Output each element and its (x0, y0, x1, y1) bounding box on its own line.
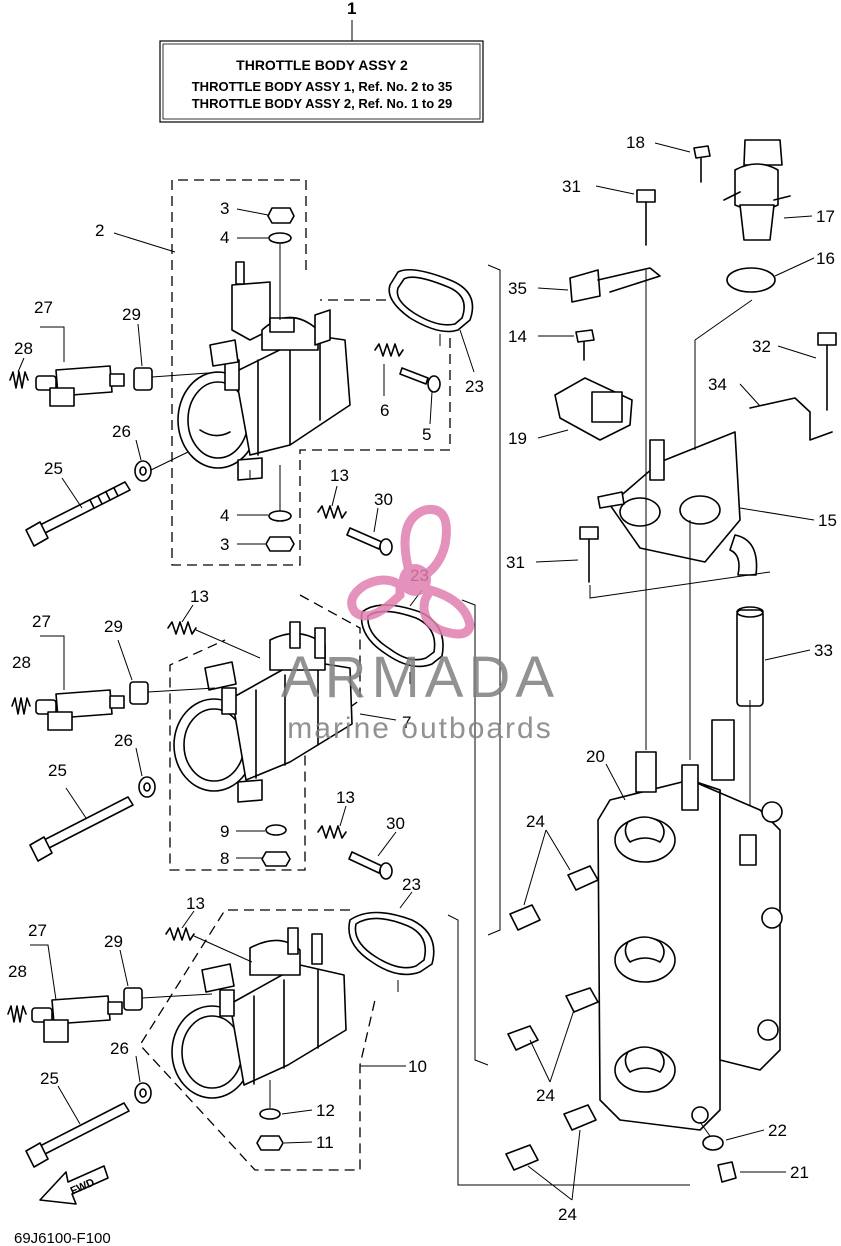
title-line-3: THROTTLE BODY ASSY 2, Ref. No. 1 to 29 (192, 96, 453, 111)
callout-28: 28 (14, 339, 33, 358)
callout-20: 20 (586, 747, 605, 766)
callout-28b: 28 (12, 653, 31, 672)
callout-25: 25 (44, 459, 63, 478)
callout-4b: 4 (220, 506, 229, 525)
callout-29c: 29 (104, 932, 123, 951)
title-line-1: THROTTLE BODY ASSY 2 (236, 57, 408, 73)
callout-14: 14 (508, 327, 527, 346)
callout-13: 13 (330, 466, 349, 485)
watermark-tagline: marine outboards (287, 712, 552, 745)
callout-33: 33 (814, 641, 833, 660)
callout-34: 34 (708, 375, 727, 394)
callout-29: 29 (122, 305, 141, 324)
intake-manifold (505, 719, 783, 1183)
throttle-body-top (9, 179, 474, 566)
callout-15: 15 (818, 511, 837, 530)
throttle-body-lower (7, 909, 435, 1171)
callout-27b: 27 (32, 612, 51, 631)
callout-3: 3 (220, 199, 229, 218)
title-line-2: THROTTLE BODY ASSY 1, Ref. No. 2 to 35 (192, 79, 453, 94)
callout-24b: 24 (536, 1086, 555, 1105)
callout-5: 5 (422, 425, 431, 444)
propeller-logo-icon (347, 504, 475, 639)
callout-23: 23 (465, 377, 484, 396)
callout-11: 11 (316, 1133, 334, 1152)
callout-31b: 31 (506, 553, 525, 572)
callout-4: 4 (220, 228, 229, 247)
callout-21: 21 (790, 1163, 809, 1182)
throttle-body-middle (11, 594, 444, 880)
callout-26b: 26 (114, 731, 133, 750)
callout-13c: 13 (336, 788, 355, 807)
callout-3b: 3 (220, 535, 229, 554)
callout-18: 18 (626, 133, 645, 152)
drawing-code: 69J6100-F100 (14, 1230, 111, 1246)
callout-23c: 23 (402, 875, 421, 894)
title-ref-number: 1 (347, 0, 356, 18)
callout-24c: 24 (558, 1205, 577, 1224)
callout-32: 32 (752, 337, 771, 356)
callout-17: 17 (816, 207, 835, 226)
callout-6: 6 (380, 401, 389, 420)
callout-10: 10 (408, 1057, 427, 1076)
leader-lines (17, 142, 817, 1201)
callout-30: 30 (374, 490, 393, 509)
callout-35: 35 (508, 279, 527, 298)
callout-2: 2 (95, 221, 104, 240)
callout-25b: 25 (48, 761, 67, 780)
callout-13b: 13 (190, 587, 209, 606)
callout-12: 12 (316, 1101, 335, 1120)
callout-25c: 25 (40, 1069, 59, 1088)
title-box: 1 THROTTLE BODY ASSY 2 THROTTLE BODY ASS… (159, 0, 484, 123)
callout-28c: 28 (8, 962, 27, 981)
callout-16: 16 (816, 249, 835, 268)
callout-19: 19 (508, 429, 527, 448)
callout-labels: 2 3 4 27 28 29 26 25 6 5 23 13 30 4 3 13… (8, 133, 837, 1224)
sensor-group (447, 139, 837, 1186)
watermark-brand: ARMADA (281, 645, 559, 710)
callout-13d: 13 (186, 894, 205, 913)
armada-watermark: ARMADA marine outboards (281, 504, 559, 745)
callout-27c: 27 (28, 921, 47, 940)
callout-8: 8 (220, 849, 229, 868)
fwd-arrow: FWD (39, 1165, 109, 1205)
callout-7: 7 (402, 713, 411, 732)
callout-29b: 29 (104, 617, 123, 636)
callout-31: 31 (562, 177, 581, 196)
callout-9: 9 (220, 822, 229, 841)
callout-27: 27 (34, 298, 53, 317)
callout-26: 26 (112, 422, 131, 441)
dowel-pins (505, 865, 599, 1171)
callout-26c: 26 (110, 1039, 129, 1058)
callout-30b: 30 (386, 814, 405, 833)
callout-24: 24 (526, 812, 545, 831)
callout-22: 22 (768, 1121, 787, 1140)
